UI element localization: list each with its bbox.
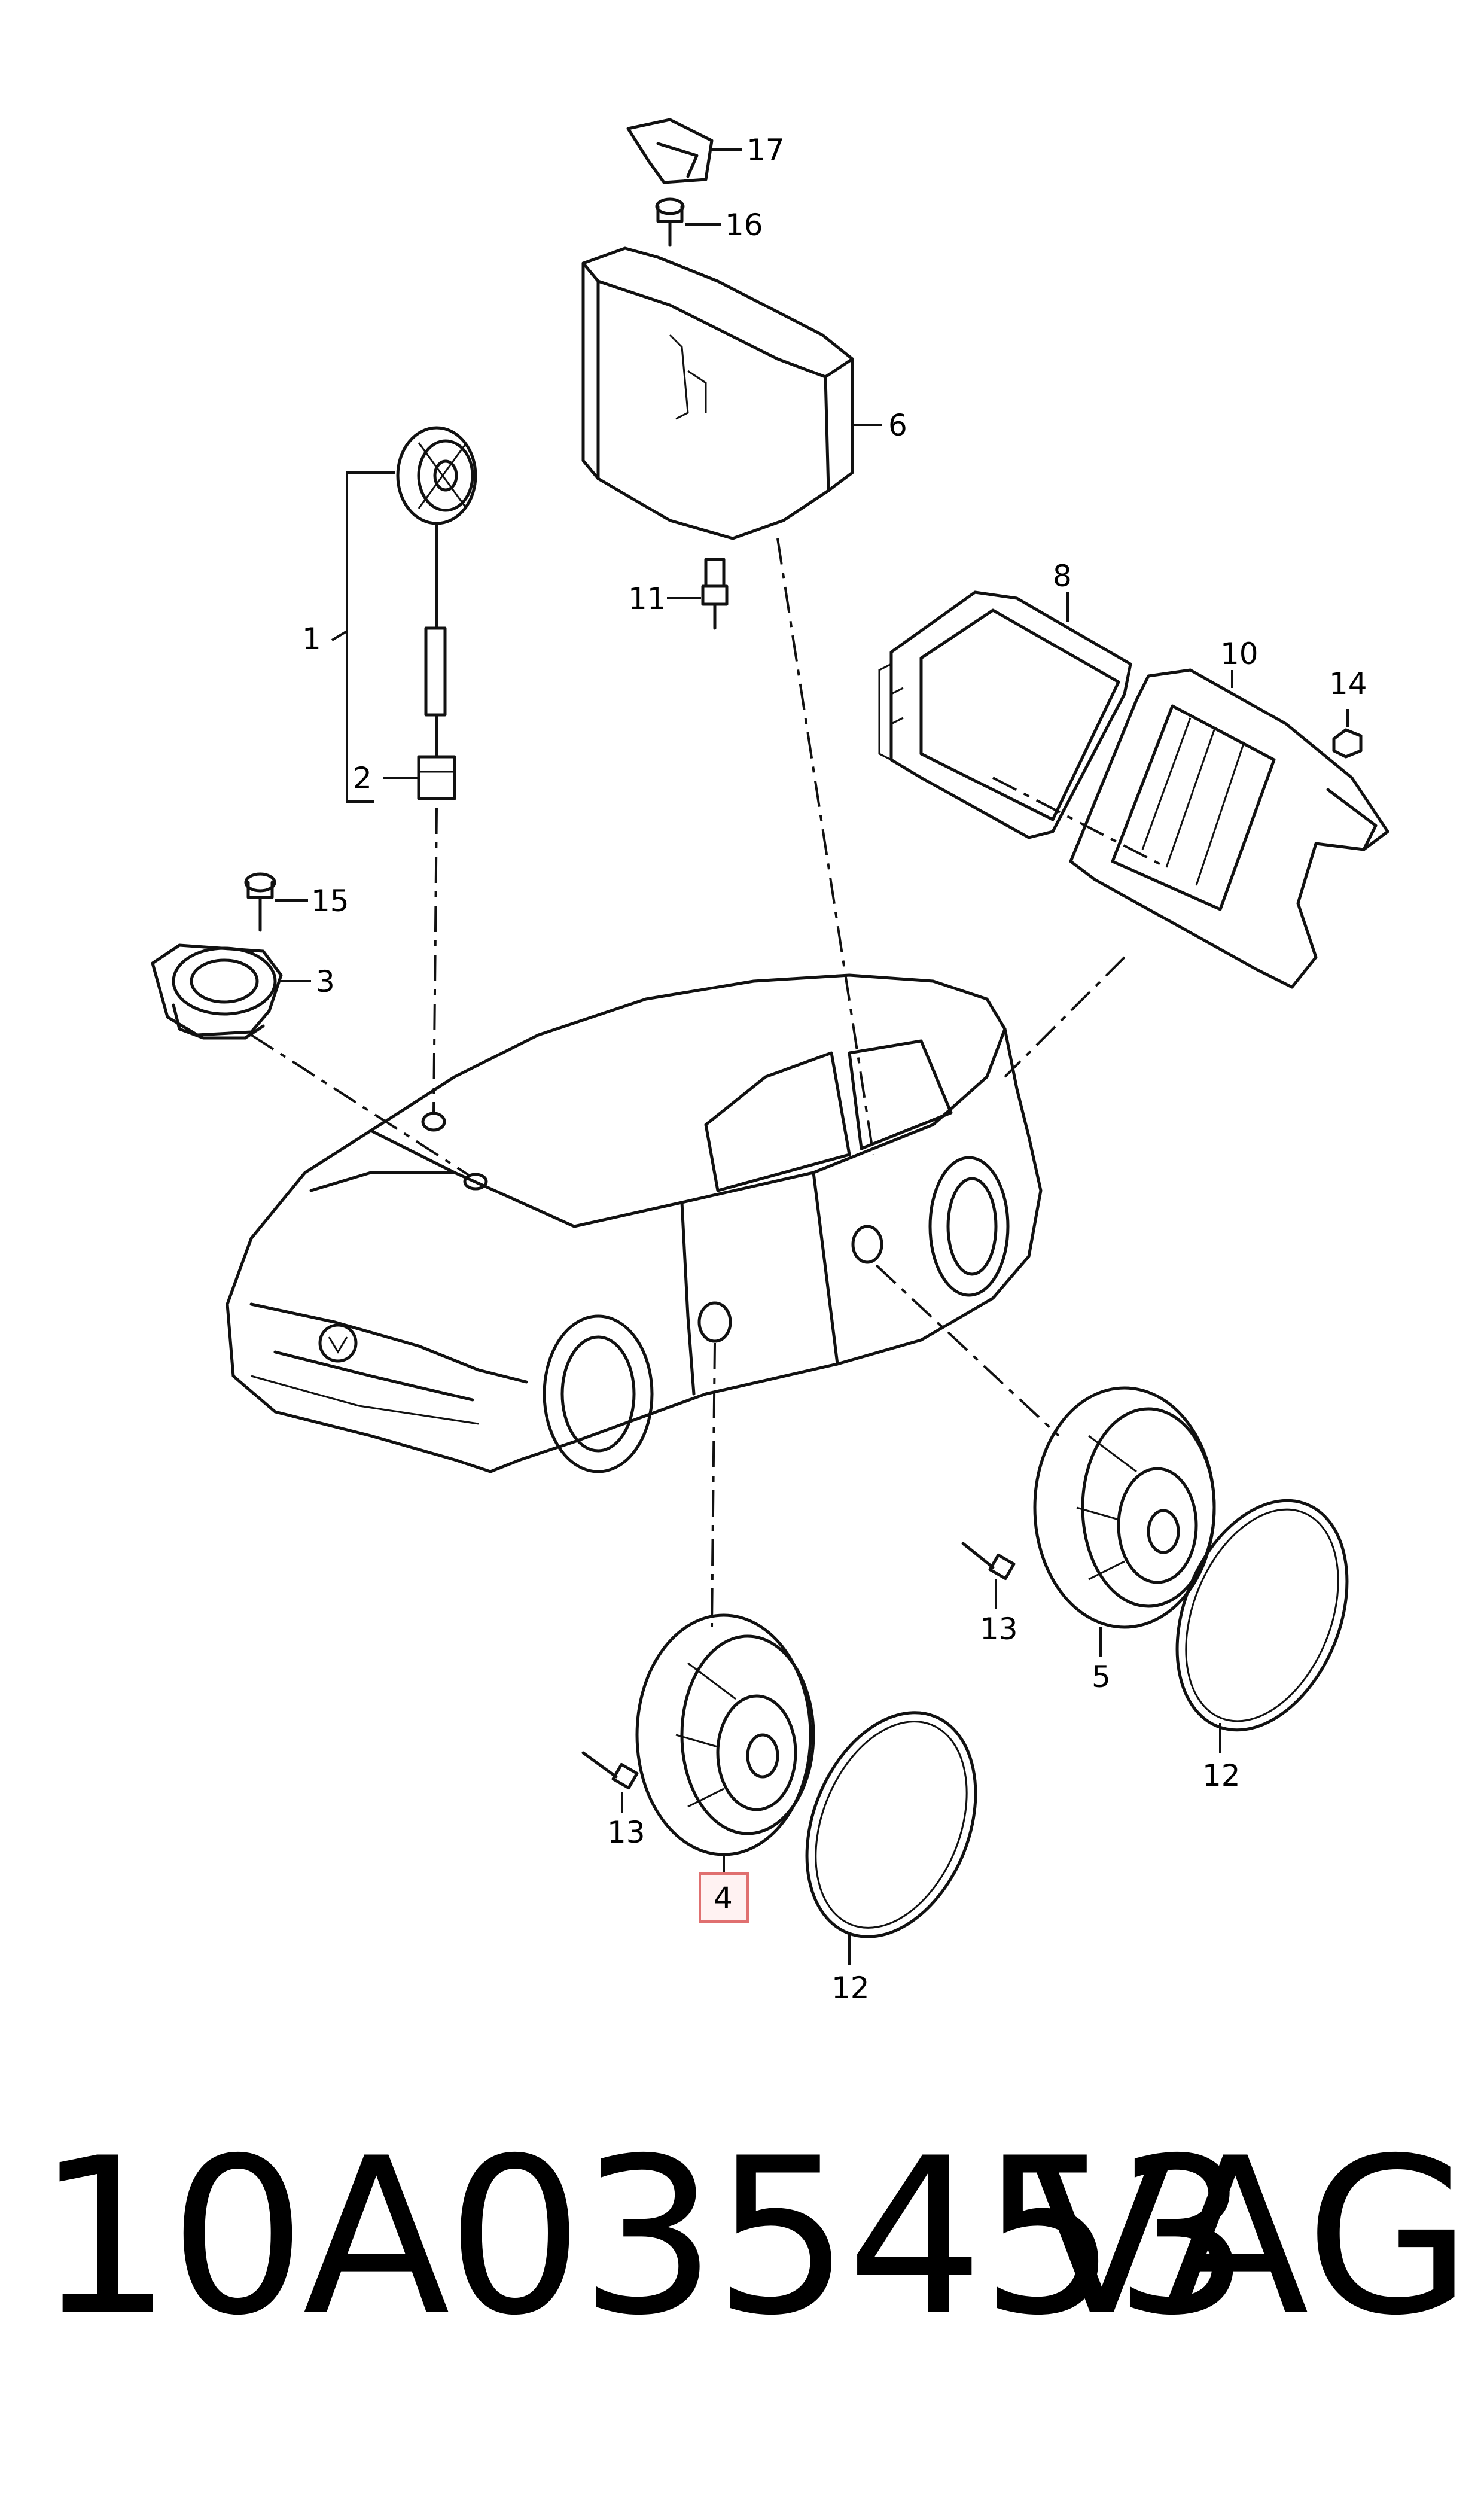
- part-16-bolt: [655, 197, 721, 247]
- callout-17[interactable]: 17: [746, 133, 785, 168]
- part-2-connector: [383, 755, 456, 800]
- part-10-bracket: [1069, 668, 1389, 989]
- part-12-seal-upper: [1175, 1499, 1349, 1753]
- callout-5[interactable]: 5: [1092, 1660, 1111, 1694]
- callout-3[interactable]: 3: [316, 964, 335, 999]
- part-14-nut: [1332, 709, 1363, 759]
- assembly-lines: [250, 538, 1167, 1628]
- callout-14[interactable]: 14: [1329, 666, 1367, 701]
- brand-label: VAG: [1028, 2112, 1472, 2362]
- part-1-tweeter-cable: [331, 426, 477, 803]
- callout-1[interactable]: 1: [302, 622, 321, 656]
- part-12-seal-lower: [805, 1711, 977, 1965]
- callout-2[interactable]: 2: [353, 761, 372, 796]
- callout-10[interactable]: 10: [1220, 637, 1258, 671]
- callout-13-lower[interactable]: 13: [607, 1815, 645, 1850]
- callout-4-highlight-box: [699, 1872, 749, 1923]
- vehicle-outline: [226, 973, 1043, 1473]
- part-8-control-unit: [878, 590, 1132, 839]
- part-11-stud: [667, 558, 729, 630]
- callout-8[interactable]: 8: [1053, 559, 1072, 593]
- callout-15[interactable]: 15: [311, 884, 349, 918]
- callout-13-upper[interactable]: 13: [980, 1612, 1018, 1646]
- callout-12-lower[interactable]: 12: [831, 1971, 870, 2005]
- part-13-screw-lower: [581, 1751, 639, 1813]
- callout-12-upper[interactable]: 12: [1202, 1758, 1241, 1793]
- part-17-bracket: [626, 118, 742, 184]
- part-13-screw-upper: [961, 1542, 1016, 1609]
- callout-4[interactable]: 4: [714, 1881, 733, 1916]
- part-6-amplifier: [581, 246, 882, 540]
- part-15-screw: [244, 872, 308, 932]
- callout-11[interactable]: 11: [628, 581, 666, 616]
- parts-diagram: 17 16 6 11 1: [151, 118, 1389, 2005]
- part-number: 10A035453: [36, 2112, 1251, 2362]
- callout-6[interactable]: 6: [888, 408, 907, 443]
- part-5-door-speaker: [1033, 1386, 1216, 1657]
- part-4-door-speaker: [635, 1613, 815, 1872]
- part-3-midrange-speaker: [151, 943, 311, 1040]
- footer: 10A035453 VAG: [0, 2130, 1484, 2465]
- callout-16[interactable]: 16: [725, 208, 763, 242]
